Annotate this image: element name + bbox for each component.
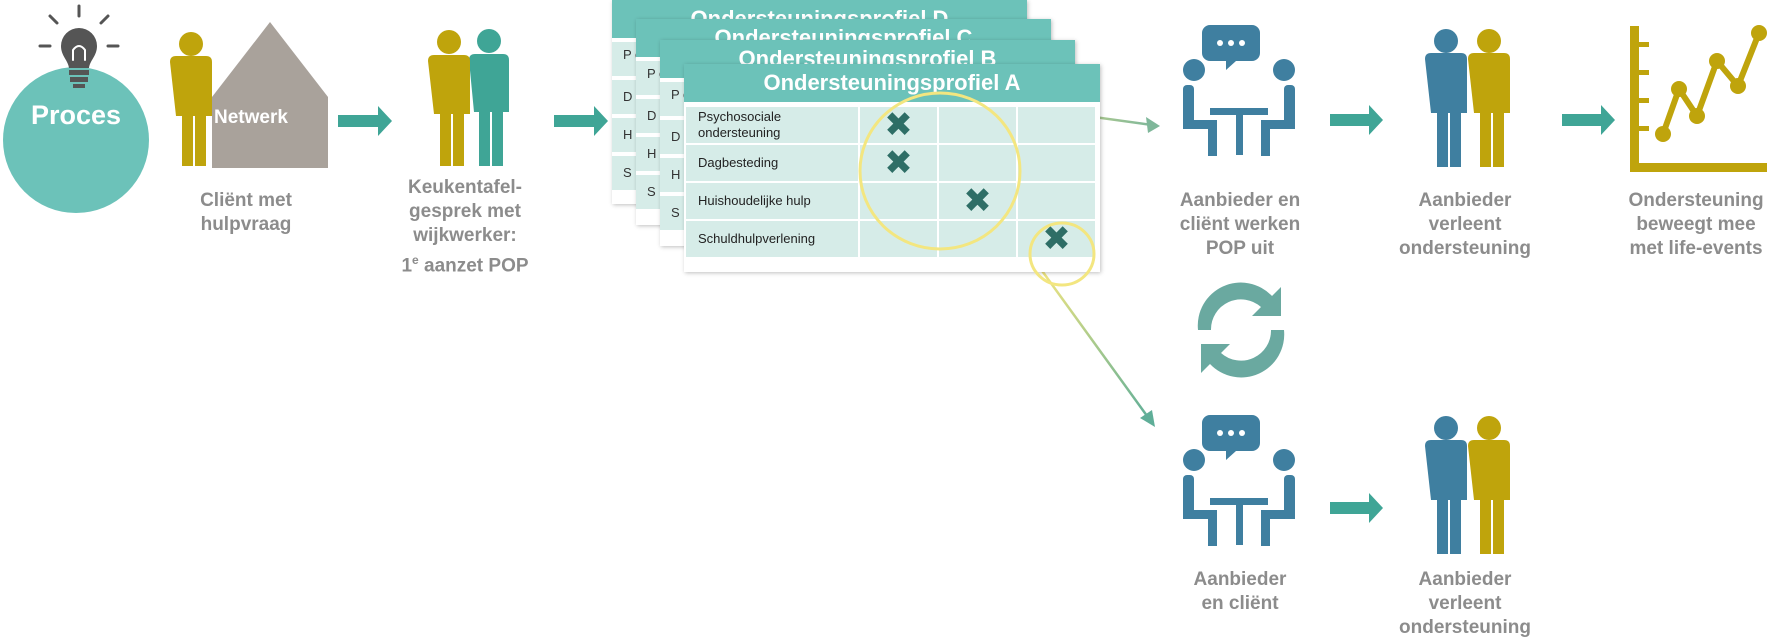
lightbulb-icon [38,4,120,88]
client-person-icon [170,32,212,166]
caption-moves: Ondersteuning beweegt mee met life-event… [1628,190,1764,259]
meeting-icon-2 [1183,415,1295,546]
arrow-2 [554,106,608,136]
arrow-1 [338,106,392,136]
caption-client: Cliënt met hulpvraag [200,190,292,235]
check-x-icon: ✖ [963,181,992,221]
arrow-3 [1330,105,1383,135]
caption-provide-1: Aanbieder verleent ondersteuning [1399,190,1531,259]
check-x-icon: ✖ [884,105,913,145]
row-label-dagbesteding: Dagbesteding [686,145,860,183]
profile-a-title: Ondersteuningsprofiel A [684,64,1100,102]
caption-meet-2: Aanbieder en cliënt [1193,569,1287,614]
caption-work-out: Aanbieder en cliënt werken POP uit [1179,190,1301,259]
meeting-icon-1 [1183,25,1295,156]
netwerk-label: Netwerk [214,107,288,128]
refresh-cycle-icon [1197,282,1285,378]
check-x-icon: ✖ [884,143,913,183]
row-label-huishoudelijke: Huishoudelijke hulp [686,183,860,221]
house-icon [212,22,328,168]
kitchen-pair-icon [428,29,509,166]
table-row: Dagbesteding ✖ [686,145,1097,183]
proces-circle [3,67,149,213]
check-x-icon: ✖ [1042,219,1071,259]
row-label-psychosociale: Psychosociale ondersteuning [686,107,860,145]
row-label-schuldhulp: Schuldhulpverlening [686,221,860,259]
profile-a-table: Psychosociale ondersteuning ✖ Dagbestedi… [686,107,1097,259]
life-events-chart-icon [1630,25,1767,172]
caption-keukentafel: Keukentafel- gesprek met wijkwerker: 1e … [401,177,529,277]
table-row: Huishoudelijke hulp ✖ [686,183,1097,221]
provider-pair-icon-2 [1425,416,1510,554]
arrow-4 [1562,105,1615,135]
caption-provide-2: Aanbieder verleent ondersteuning [1399,569,1531,638]
table-row: Psychosociale ondersteuning ✖ [686,107,1097,145]
table-row: Schuldhulpverlening ✖ [686,221,1097,259]
provider-pair-icon-1 [1425,29,1510,167]
arrow-5 [1330,493,1383,523]
proces-label: Proces [30,100,122,130]
